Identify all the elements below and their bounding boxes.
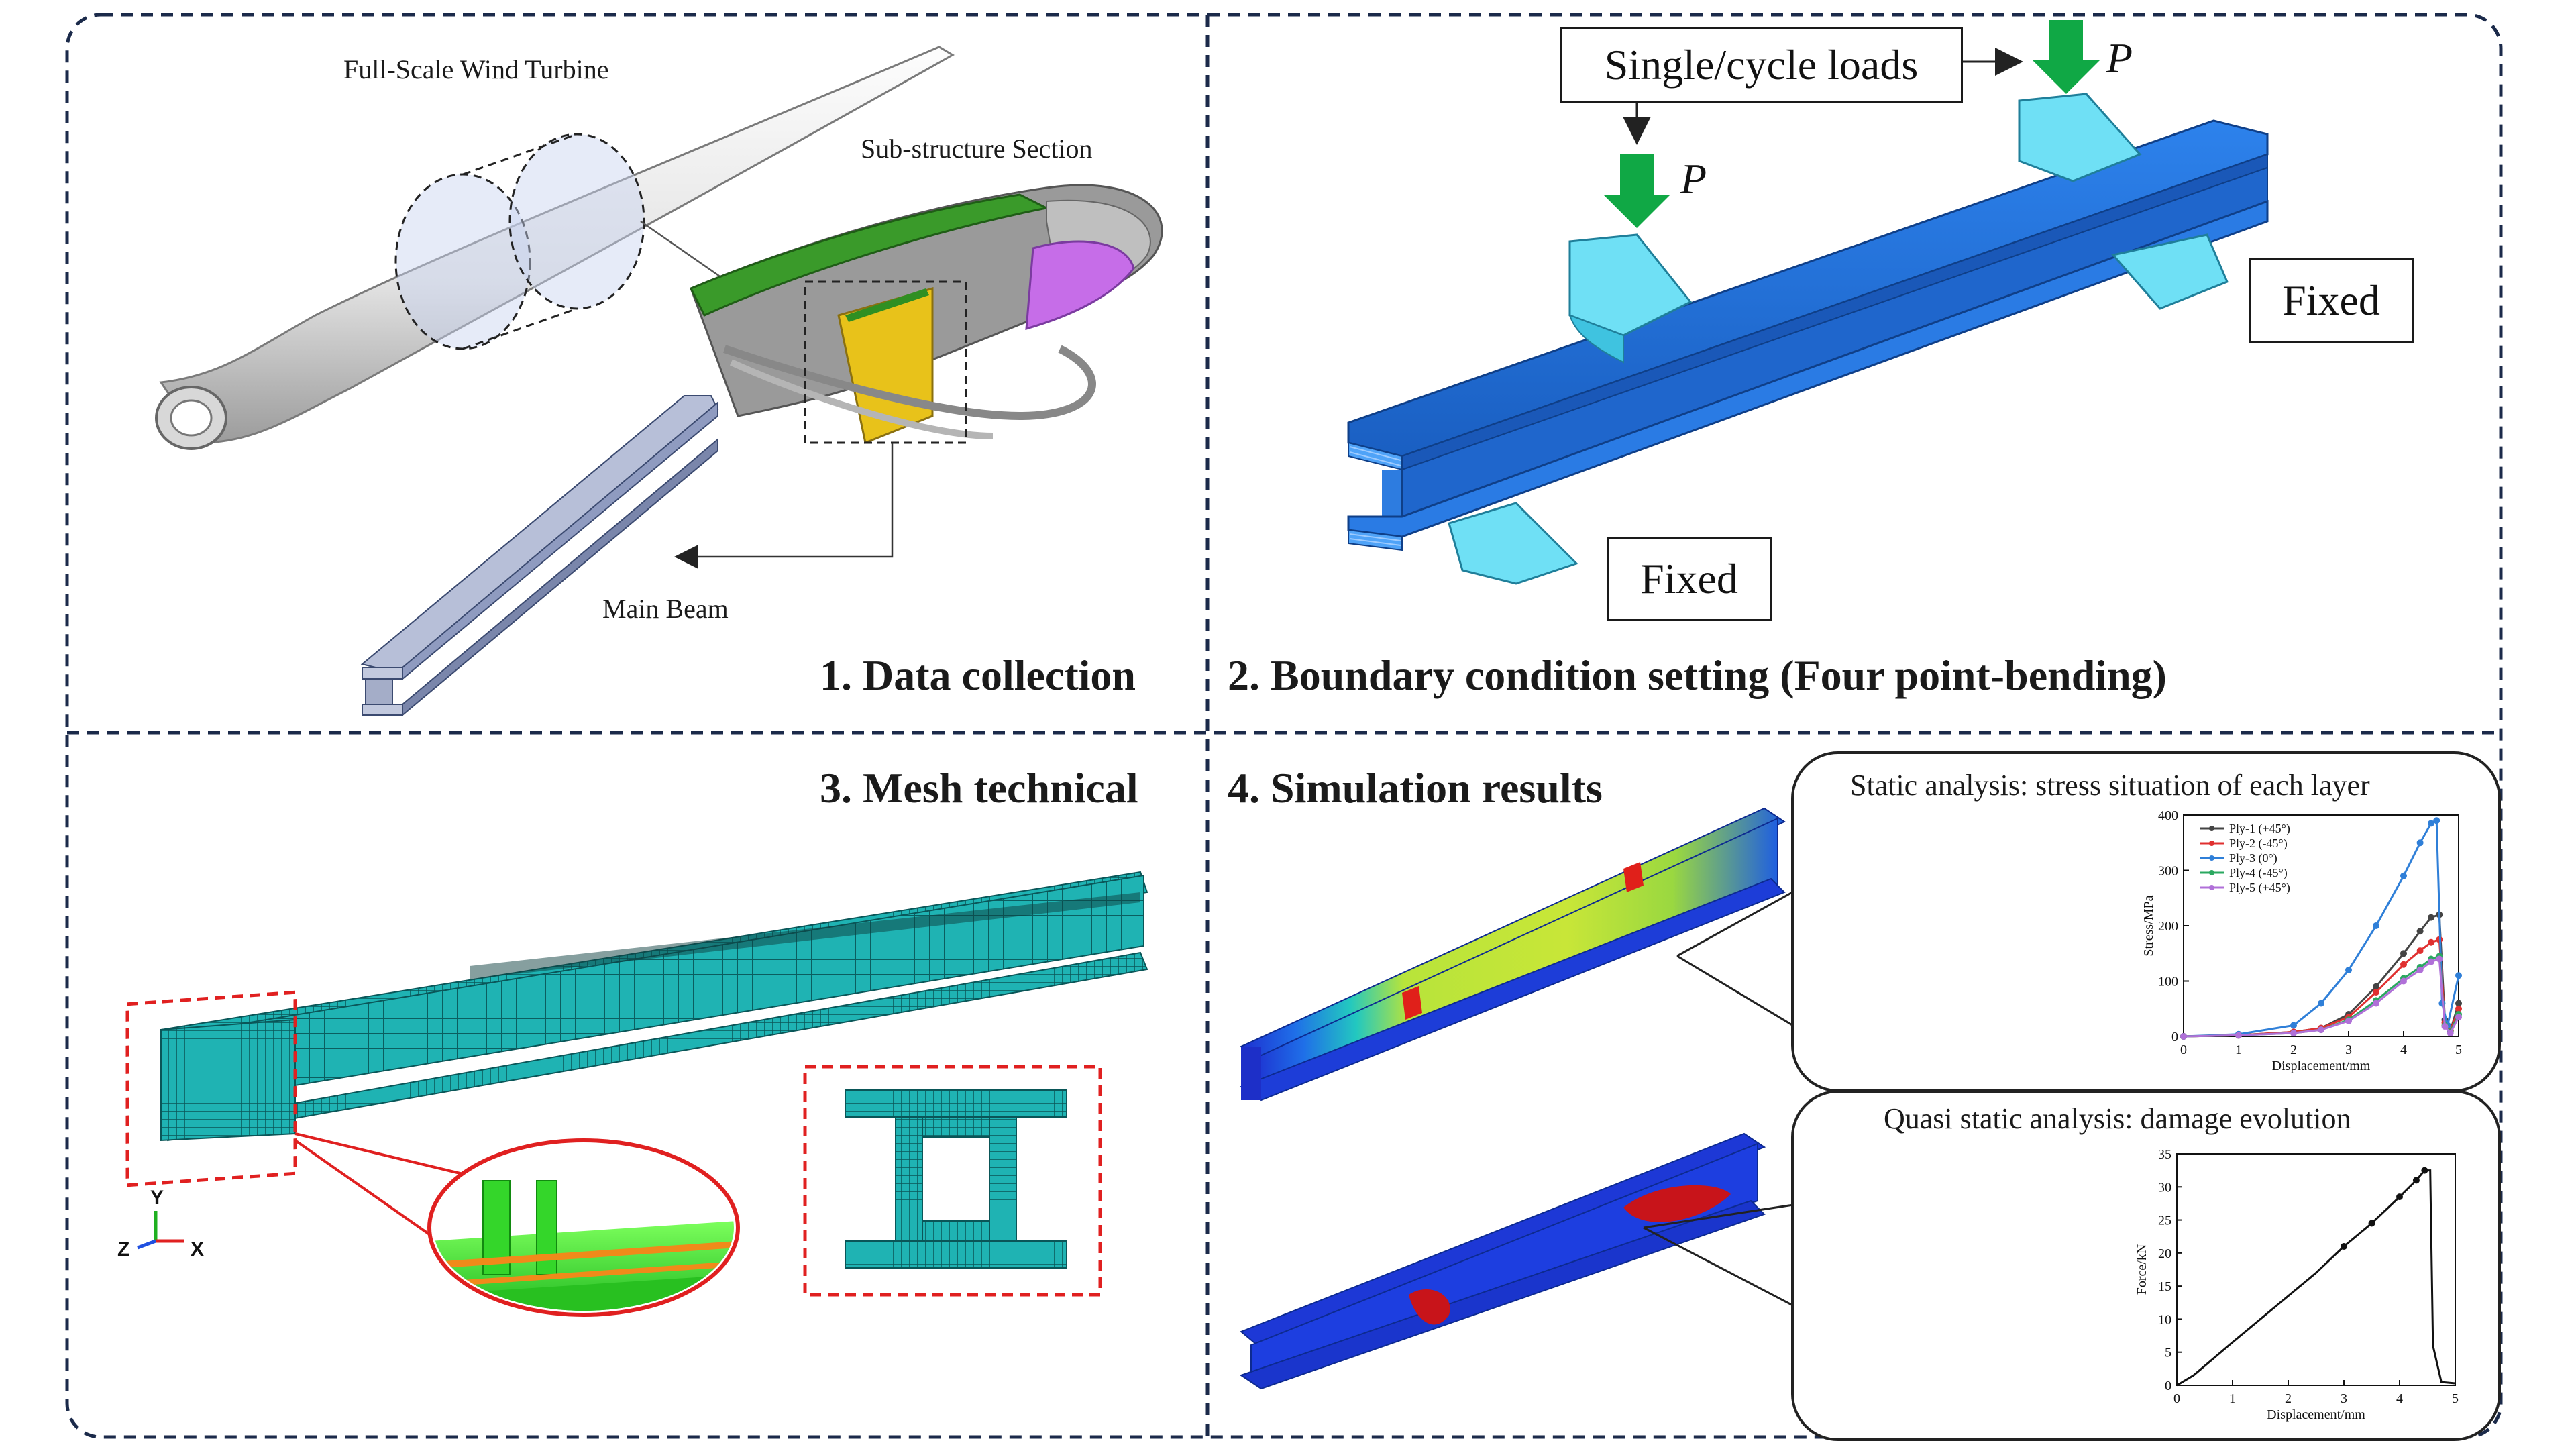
panel3-illustration <box>125 871 1148 1317</box>
load-type-box: Single/cycle loads <box>1560 27 1963 103</box>
panel4-title: 4. Simulation results <box>1228 764 1603 812</box>
axis-z-label: Z <box>117 1238 129 1260</box>
load-symbol-right: P <box>2106 34 2133 82</box>
fixed-support-label-right: Fixed <box>2249 258 2414 343</box>
axis-y-label: Y <box>150 1187 164 1209</box>
panel2-title: 2. Boundary condition setting (Four poin… <box>1228 651 2167 699</box>
label-main-beam: Main Beam <box>602 594 729 624</box>
axis-x-label: X <box>191 1238 204 1260</box>
panel3-title: 3. Mesh technical <box>820 764 1138 812</box>
static-analysis-callout <box>1791 751 2501 1092</box>
label-full-scale-turbine: Full-Scale Wind Turbine <box>343 54 609 85</box>
panel1-title: 1. Data collection <box>820 651 1136 699</box>
fixed-support-label-left: Fixed <box>1607 537 1772 621</box>
panel2-illustration <box>1347 20 2269 585</box>
panel1-illustration <box>155 46 1163 717</box>
quasi-static-callout <box>1791 1090 2501 1441</box>
label-substructure-section: Sub-structure Section <box>861 133 1093 164</box>
outer-frame <box>65 13 2503 1439</box>
quasi-static-title: Quasi static analysis: damage evolution <box>1884 1102 2351 1135</box>
static-analysis-title: Static analysis: stress situation of eac… <box>1850 769 2370 802</box>
load-symbol-left: P <box>1680 155 1707 203</box>
load-arrow-left <box>1603 154 1670 228</box>
load-arrow-right <box>2033 20 2100 94</box>
